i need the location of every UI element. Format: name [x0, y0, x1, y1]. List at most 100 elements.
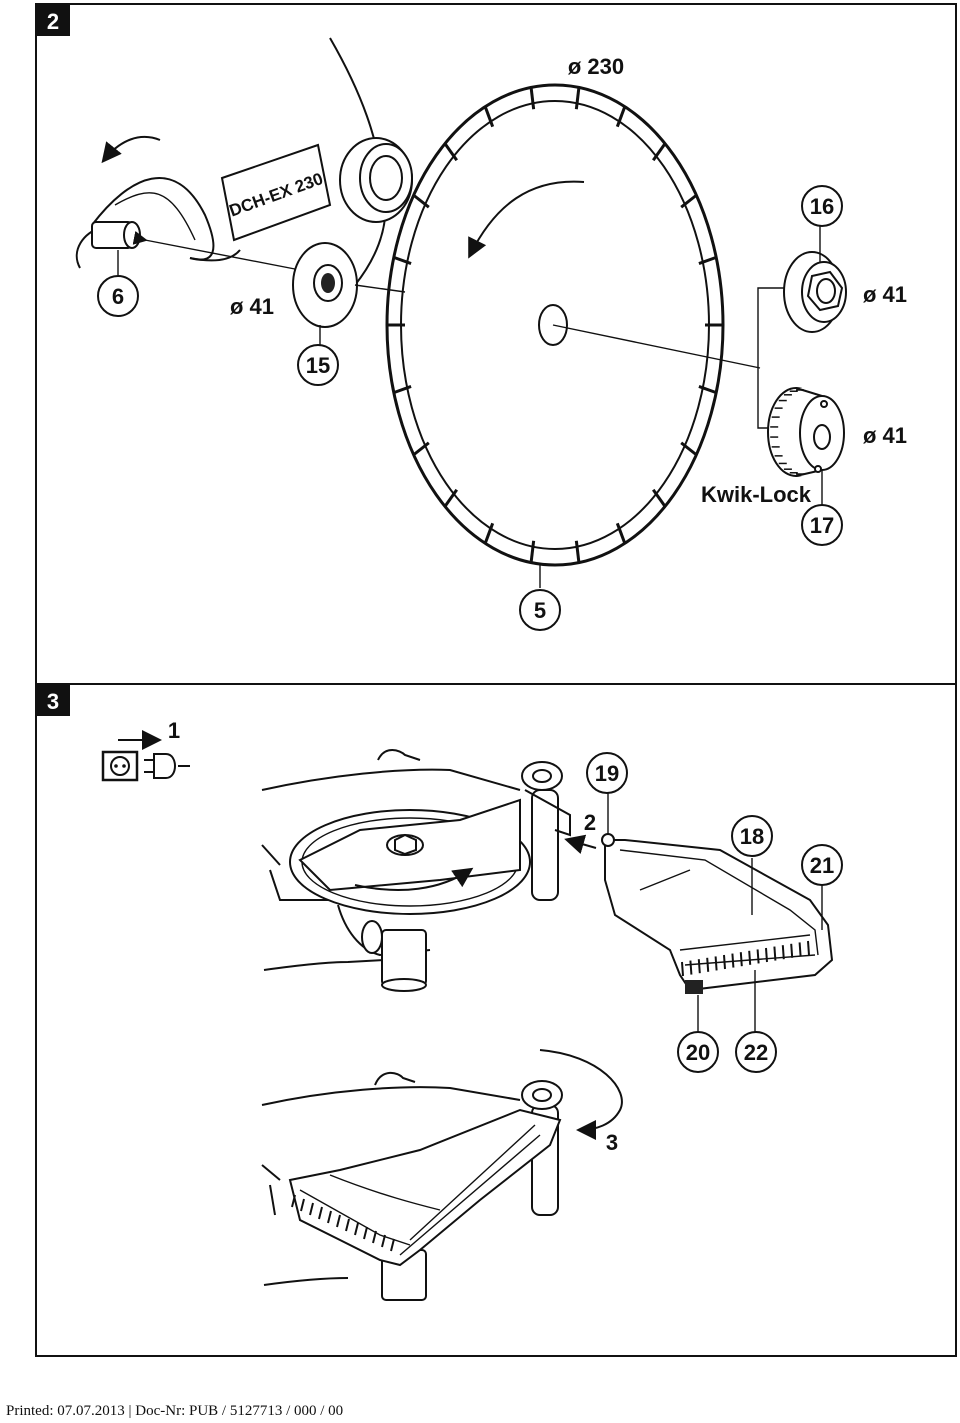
guard-scale-teeth [681, 940, 810, 977]
guard-tooth [790, 943, 794, 958]
blade-diameter-label: ø 230 [568, 54, 624, 79]
blade-slot [698, 255, 717, 265]
blade-slot [574, 540, 581, 563]
guard-tooth [723, 954, 726, 970]
guard-tooth [765, 947, 768, 963]
callout-20: 20 [677, 1031, 719, 1073]
callout-15-text: 15 [306, 353, 330, 378]
lower-guard-tooth [309, 1202, 314, 1216]
blade-slot [529, 87, 536, 110]
panel-3-number: 3 [47, 689, 59, 714]
upper-blade-rotation-arrow-icon [354, 867, 474, 891]
clamping-nut-16 [783, 226, 847, 333]
callout-15: 15 [297, 344, 339, 386]
guard-tooth [681, 961, 684, 977]
blade-slot [652, 488, 667, 508]
blade-slot [483, 106, 495, 128]
blade-slot [412, 441, 430, 456]
lower-guard-tooth [372, 1230, 377, 1244]
blade-slot [529, 540, 536, 563]
spindle-leader [132, 230, 301, 271]
kwiklock-knurling [770, 389, 804, 475]
panel-2-number: 2 [47, 9, 59, 34]
callout-17: 17 [801, 504, 843, 546]
callout-19: 19 [586, 752, 628, 794]
rotation-arrow-icon [101, 135, 161, 164]
callout-5: 5 [519, 589, 561, 631]
lower-guard-tooth [300, 1198, 305, 1212]
kwiklock-diameter-label: ø 41 [863, 423, 907, 448]
panel-3-tab [36, 684, 70, 716]
callout-6-text: 6 [112, 284, 124, 309]
lower-guard-tooth [354, 1222, 359, 1236]
lower-guard-tooth [363, 1226, 368, 1240]
nut-bracket [757, 287, 790, 429]
housing-ring [339, 137, 413, 223]
spindle [75, 221, 141, 275]
blade-rotation-arrow-icon [468, 180, 585, 259]
lower-guard-tooth [390, 1238, 395, 1252]
callout-21: 21 [801, 844, 843, 886]
blade-slot [483, 522, 495, 544]
machine-upper-view [261, 749, 571, 992]
lower-guard-tooth [291, 1194, 296, 1208]
panel-2-tab [36, 4, 70, 36]
callout-22-text: 22 [744, 1040, 768, 1065]
callout-18-text: 18 [740, 824, 764, 849]
blade-slot [698, 385, 717, 395]
callout-16-text: 16 [810, 194, 834, 219]
blade-segment-slots [387, 87, 723, 563]
callout-17-text: 17 [810, 513, 834, 538]
callout-20-text: 20 [686, 1040, 710, 1065]
machine-housing: DCH-EX 230 [91, 37, 387, 286]
guard-tooth [748, 950, 752, 965]
callout-19-text: 19 [595, 761, 619, 786]
blade-slot [443, 488, 458, 508]
blade-slot [443, 142, 458, 162]
callout-5-text: 5 [534, 598, 546, 623]
flange-15 [292, 242, 358, 345]
machine-label-plate: DCH-EX 230 [220, 143, 332, 242]
guard-tooth [807, 940, 810, 956]
guard-tooth [731, 953, 735, 968]
step-2-label: 2 [584, 810, 596, 835]
panel-2-frame [35, 3, 957, 685]
lower-guard-tooth [345, 1218, 350, 1232]
footer-print-info: Printed: 07.07.2013 | Doc-Nr: PUB / 5127… [6, 1403, 344, 1419]
blade-slot [615, 106, 627, 128]
blade-slot [680, 441, 698, 456]
guard-tooth [706, 957, 710, 972]
blade-slot [680, 194, 698, 209]
lower-guard-tooth [381, 1234, 386, 1248]
callout-6: 6 [97, 275, 139, 317]
kwiklock-nut-17 [767, 387, 845, 505]
guard-tooth [773, 946, 777, 961]
guard-tooth [689, 960, 693, 975]
flange-leader [354, 284, 406, 293]
nut-diameter-label: ø 41 [863, 282, 907, 307]
guard-tooth [781, 945, 785, 960]
lower-guard-tooth [327, 1210, 332, 1224]
blade-slot [652, 142, 667, 162]
guard-tooth [798, 942, 802, 957]
unplug-icon [101, 730, 190, 782]
machine-lower-view [261, 1071, 563, 1301]
lower-guard-scale-teeth [291, 1194, 395, 1252]
callout-22: 22 [735, 1031, 777, 1073]
blade-slot [393, 385, 412, 395]
blade-slot [393, 255, 412, 265]
guard-cover [601, 790, 834, 1032]
callout-16: 16 [801, 185, 843, 227]
step-3-rotation-arrow-icon [539, 1049, 623, 1140]
guard-tooth [697, 959, 701, 974]
step-2-arrow-icon [564, 834, 597, 855]
callout-21-text: 21 [810, 853, 834, 878]
kwiklock-label: Kwik-Lock [701, 482, 812, 507]
blade-slot [615, 522, 627, 544]
blade-slot [574, 87, 581, 110]
panel-3-frame [35, 683, 957, 1357]
blade-slot [412, 194, 430, 209]
lower-guard-tooth [318, 1206, 323, 1220]
step-3-label: 3 [606, 1130, 618, 1155]
